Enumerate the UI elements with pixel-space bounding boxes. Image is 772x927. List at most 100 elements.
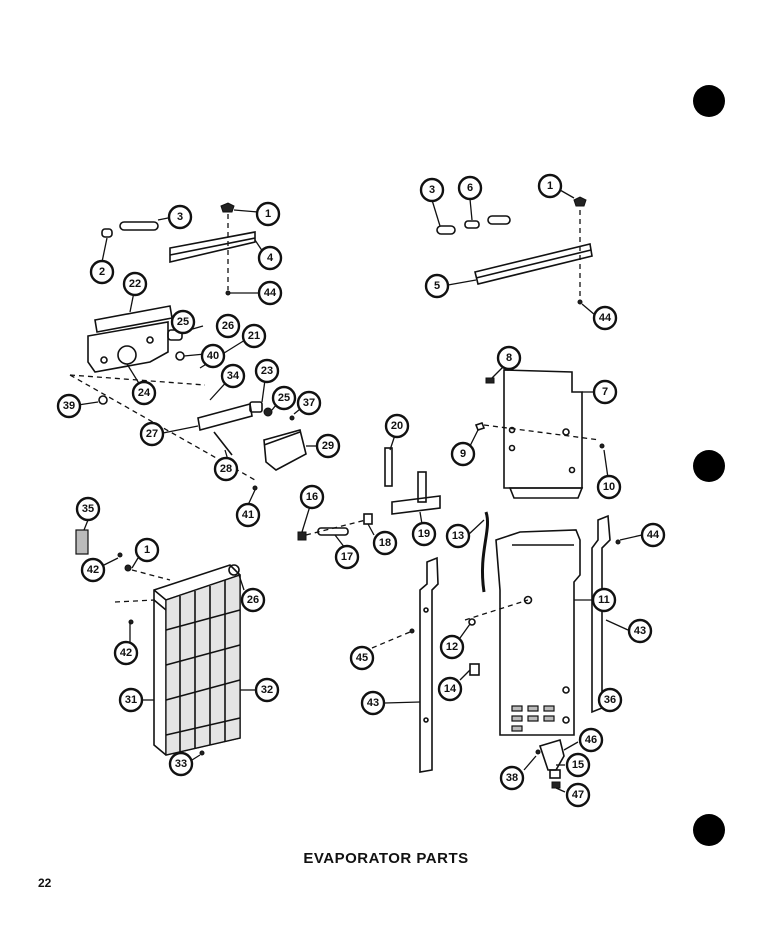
svg-text:19: 19	[418, 528, 430, 540]
svg-text:39: 39	[63, 400, 75, 412]
svg-text:41: 41	[242, 509, 254, 521]
callout-25: 25	[170, 309, 196, 335]
svg-text:36: 36	[604, 694, 616, 706]
callout-44: 44	[257, 280, 283, 306]
svg-text:26: 26	[222, 320, 234, 332]
svg-text:43: 43	[367, 697, 379, 709]
svg-text:1: 1	[144, 544, 150, 556]
svg-text:13: 13	[452, 530, 464, 542]
callout-29: 29	[315, 433, 341, 459]
svg-text:20: 20	[391, 420, 403, 432]
control-bracket-assembly	[69, 291, 318, 506]
callout-9: 9	[450, 441, 476, 467]
callout-38: 38	[499, 765, 525, 791]
svg-text:12: 12	[446, 641, 458, 653]
svg-text:6: 6	[467, 182, 473, 194]
svg-text:32: 32	[261, 684, 273, 696]
svg-text:35: 35	[82, 503, 94, 515]
callout-1-right: 1	[537, 173, 563, 199]
callouts: 1 2 3 4 44 22 25 26 21 40 24 39 34 23 25…	[56, 173, 666, 808]
callout-46: 46	[578, 727, 604, 753]
callout-44-right: 44	[592, 305, 618, 331]
callout-20: 20	[384, 413, 410, 439]
page-number: 22	[38, 876, 52, 890]
callout-23: 23	[254, 358, 280, 384]
callout-6: 6	[457, 175, 483, 201]
svg-text:27: 27	[146, 428, 158, 440]
svg-text:43: 43	[634, 625, 646, 637]
svg-text:42: 42	[120, 647, 132, 659]
callout-12: 12	[439, 634, 465, 660]
svg-text:34: 34	[227, 370, 240, 382]
svg-text:2: 2	[99, 266, 105, 278]
callout-4: 4	[257, 245, 283, 271]
callout-31: 31	[118, 687, 144, 713]
callout-26-lower: 26	[240, 587, 266, 613]
callout-15: 15	[565, 752, 591, 778]
callout-32: 32	[254, 677, 280, 703]
callout-19: 19	[411, 521, 437, 547]
callout-25b: 25	[271, 385, 297, 411]
callout-3-right: 3	[419, 177, 445, 203]
svg-text:46: 46	[585, 734, 597, 746]
binder-hole-top	[693, 85, 725, 117]
callout-45: 45	[349, 645, 375, 671]
svg-text:17: 17	[341, 551, 353, 563]
callout-22: 22	[122, 271, 148, 297]
svg-text:7: 7	[602, 386, 608, 398]
callout-43-right: 43	[627, 618, 653, 644]
svg-text:18: 18	[379, 537, 391, 549]
callout-13: 13	[445, 523, 471, 549]
callout-3: 3	[167, 204, 193, 230]
callout-40: 40	[200, 343, 226, 369]
svg-text:29: 29	[322, 440, 334, 452]
right-rail-assembly	[431, 189, 596, 316]
svg-text:31: 31	[125, 694, 137, 706]
callout-5: 5	[424, 273, 450, 299]
callout-7: 7	[592, 379, 618, 405]
svg-text:38: 38	[506, 772, 518, 784]
svg-text:3: 3	[177, 211, 183, 223]
callout-34: 34	[220, 363, 246, 389]
callout-44-lower: 44	[640, 522, 666, 548]
callout-47: 47	[565, 782, 591, 808]
center-linkage	[297, 434, 490, 593]
callout-28: 28	[213, 456, 239, 482]
binder-hole-middle	[693, 450, 725, 482]
callout-18: 18	[372, 530, 398, 556]
callout-41: 41	[235, 502, 261, 528]
callout-2: 2	[89, 259, 115, 285]
svg-text:4: 4	[267, 252, 274, 264]
svg-text:25: 25	[278, 392, 290, 404]
callout-39: 39	[56, 393, 82, 419]
callout-42-upper: 42	[80, 557, 106, 583]
svg-text:44: 44	[264, 287, 277, 299]
callout-21: 21	[241, 323, 267, 349]
svg-text:8: 8	[506, 352, 512, 364]
upper-panel-assembly	[467, 364, 609, 499]
svg-text:24: 24	[138, 387, 151, 399]
callout-36: 36	[597, 687, 623, 713]
svg-text:16: 16	[306, 491, 318, 503]
callout-33: 33	[168, 751, 194, 777]
svg-text:28: 28	[220, 463, 232, 475]
left-rail-assembly	[101, 202, 266, 296]
callout-1-lower: 1	[134, 537, 160, 563]
callout-24: 24	[131, 380, 157, 406]
svg-text:23: 23	[261, 365, 273, 377]
svg-text:42: 42	[87, 564, 99, 576]
callout-17: 17	[334, 544, 360, 570]
svg-text:14: 14	[444, 683, 457, 695]
svg-text:11: 11	[598, 594, 610, 606]
callout-37: 37	[296, 390, 322, 416]
svg-text:47: 47	[572, 789, 584, 801]
callout-16: 16	[299, 484, 325, 510]
svg-text:26: 26	[247, 594, 259, 606]
callout-42-lower: 42	[113, 640, 139, 666]
lower-panel-assembly	[371, 514, 643, 793]
svg-text:10: 10	[603, 481, 615, 493]
binder-hole-bottom	[693, 814, 725, 846]
svg-text:25: 25	[177, 316, 189, 328]
callout-14: 14	[437, 676, 463, 702]
